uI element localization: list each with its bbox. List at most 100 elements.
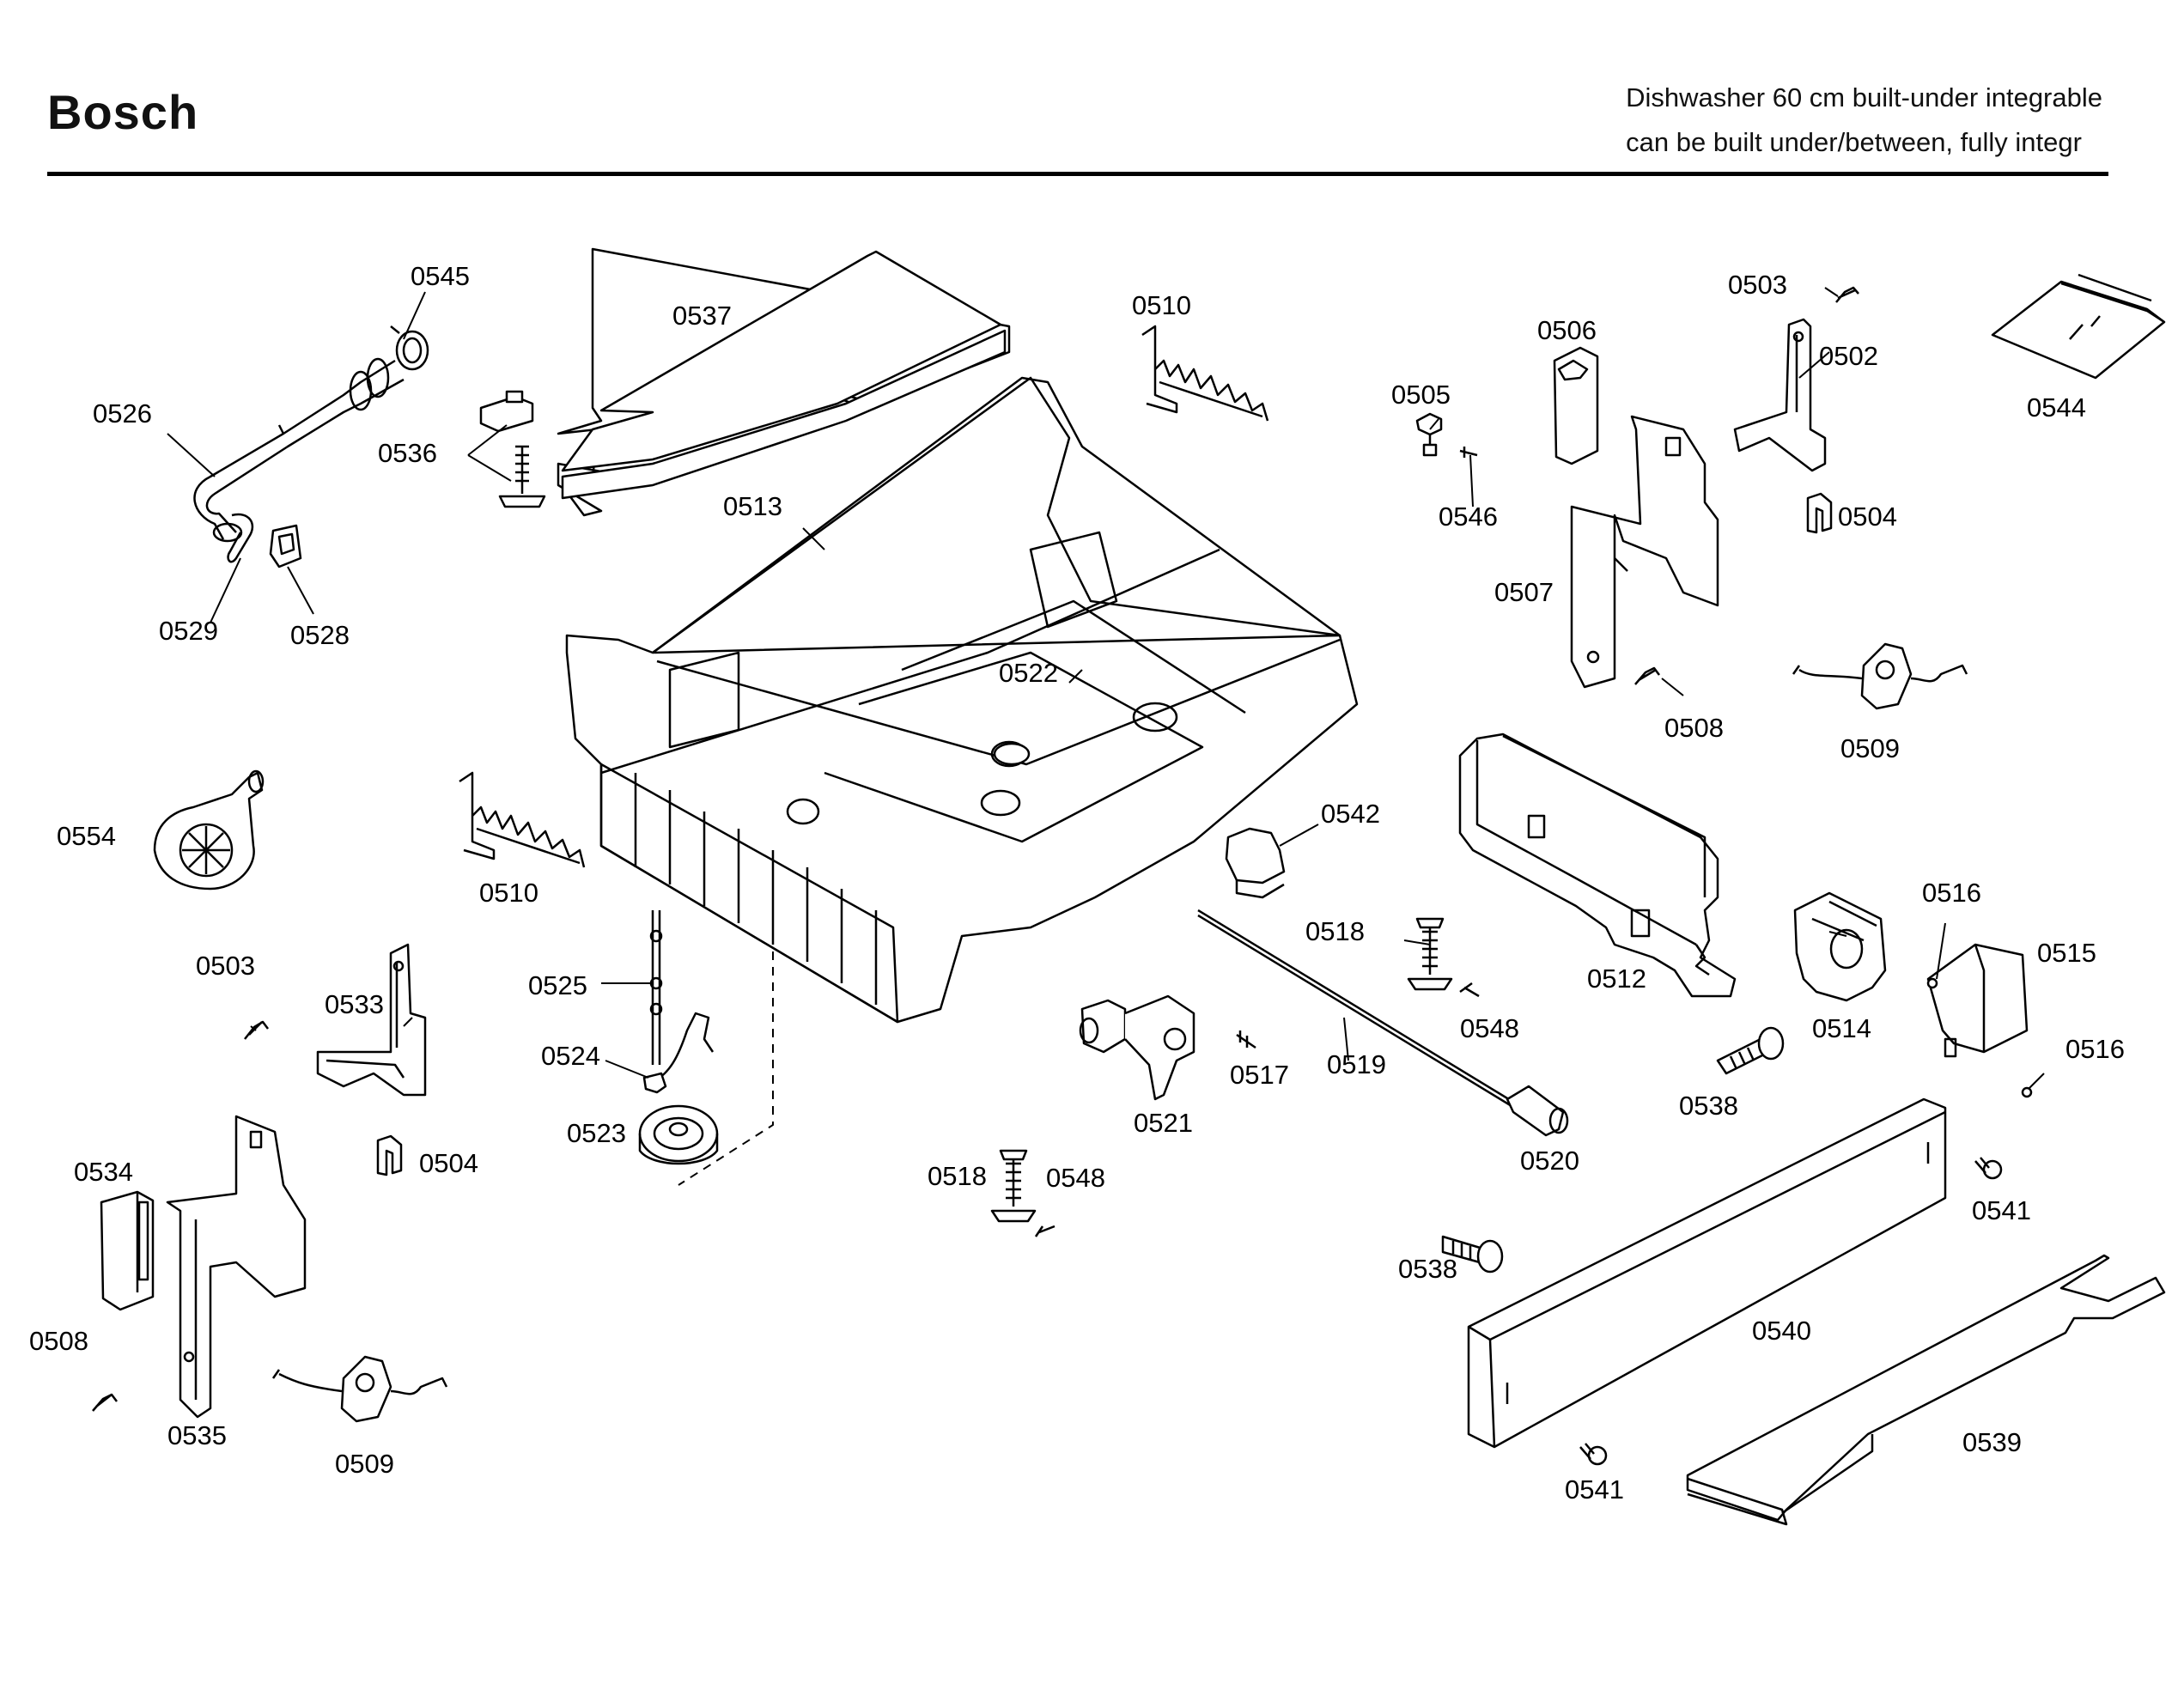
label-0524[interactable]: 0524 <box>541 1041 600 1071</box>
part-0540-kick-plate[interactable] <box>1467 1097 1947 1449</box>
label-0506[interactable]: 0506 <box>1537 315 1597 345</box>
part-0535-bracket[interactable] <box>166 1115 307 1419</box>
part-0548-screw-a[interactable] <box>1459 982 1480 998</box>
label-0534[interactable]: 0534 <box>74 1157 133 1187</box>
label-0522[interactable]: 0522 <box>999 658 1058 688</box>
label-0504b[interactable]: 0504 <box>419 1148 478 1178</box>
part-0510-spring-left[interactable] <box>459 771 586 868</box>
label-0504[interactable]: 0504 <box>1838 502 1897 532</box>
part-0541-screw-a[interactable] <box>1974 1157 2003 1180</box>
part-0537-cover-plate[interactable] <box>557 247 1011 517</box>
part-0504-clip-left[interactable] <box>376 1134 403 1176</box>
label-0510b[interactable]: 0510 <box>479 878 538 908</box>
label-0545[interactable]: 0545 <box>411 261 470 291</box>
label-0518[interactable]: 0518 <box>1305 916 1365 946</box>
part-0518-foot-b[interactable] <box>990 1149 1037 1223</box>
label-0512[interactable]: 0512 <box>1587 964 1646 994</box>
part-0505-connector[interactable] <box>1415 412 1443 457</box>
label-0521[interactable]: 0521 <box>1134 1108 1193 1138</box>
label-0538[interactable]: 0538 <box>1679 1091 1738 1121</box>
label-0516[interactable]: 0516 <box>1922 878 1981 908</box>
part-0516-screw-a[interactable] <box>1926 977 1938 989</box>
part-0536-foot[interactable] <box>479 390 546 508</box>
part-0513-base-tub[interactable] <box>565 376 1359 1024</box>
label-0535[interactable]: 0535 <box>167 1420 227 1450</box>
label-0518b[interactable]: 0518 <box>928 1161 987 1191</box>
part-0534-handle[interactable] <box>100 1190 155 1311</box>
label-0542[interactable]: 0542 <box>1321 799 1380 829</box>
part-0503-screw-top[interactable] <box>1835 286 1859 303</box>
label-0541[interactable]: 0541 <box>1972 1195 2031 1225</box>
label-0538b[interactable]: 0538 <box>1398 1254 1457 1284</box>
label-0544[interactable]: 0544 <box>2027 392 2086 422</box>
part-0512-control-module[interactable] <box>1458 733 1737 998</box>
part-0508-screw-left[interactable] <box>92 1393 118 1412</box>
part-0528-holder[interactable] <box>269 524 302 568</box>
label-0510[interactable]: 0510 <box>1132 290 1191 320</box>
label-0537[interactable]: 0537 <box>672 301 732 331</box>
label-0529[interactable]: 0529 <box>159 616 218 646</box>
label-0502[interactable]: 0502 <box>1819 341 1878 371</box>
label-0508[interactable]: 0508 <box>1664 713 1724 743</box>
part-0545-hose-clamp[interactable] <box>390 325 429 371</box>
part-0548-screw-b[interactable] <box>1034 1225 1055 1237</box>
label-0509[interactable]: 0509 <box>1840 733 1900 763</box>
label-0533[interactable]: 0533 <box>325 989 384 1019</box>
label-0520[interactable]: 0520 <box>1520 1146 1579 1176</box>
label-0516b[interactable]: 0516 <box>2065 1034 2125 1064</box>
part-0503-screw-left[interactable] <box>244 1020 269 1040</box>
part-0520-sensor-plug[interactable] <box>1506 1085 1569 1137</box>
label-0514[interactable]: 0514 <box>1812 1013 1871 1043</box>
label-0536[interactable]: 0536 <box>378 438 437 468</box>
part-0538-bolt-b[interactable] <box>1441 1235 1504 1274</box>
part-0508-screw-right[interactable] <box>1634 666 1660 685</box>
part-0544-screw-bag[interactable] <box>1991 273 2166 380</box>
part-0507-bracket[interactable] <box>1570 415 1719 689</box>
label-0548[interactable]: 0548 <box>1460 1013 1519 1043</box>
part-0504-clip-top[interactable] <box>1806 492 1833 534</box>
label-0513[interactable]: 0513 <box>723 491 782 521</box>
label-0517[interactable]: 0517 <box>1230 1060 1289 1090</box>
label-0503b[interactable]: 0503 <box>196 951 255 981</box>
label-0528[interactable]: 0528 <box>290 620 350 650</box>
label-0508b[interactable]: 0508 <box>29 1326 88 1356</box>
part-0541-screw-b[interactable] <box>1579 1443 1608 1466</box>
label-0515[interactable]: 0515 <box>2037 938 2096 968</box>
part-0509-door-switch-right[interactable] <box>1792 642 1968 710</box>
label-0541b[interactable]: 0541 <box>1565 1474 1624 1505</box>
part-0529-clip[interactable] <box>227 513 254 563</box>
label-0509b[interactable]: 0509 <box>335 1449 394 1479</box>
label-0523[interactable]: 0523 <box>567 1118 626 1148</box>
label-0540[interactable]: 0540 <box>1752 1316 1811 1346</box>
part-0525-rod[interactable] <box>649 910 663 1065</box>
part-0515-cover[interactable] <box>1926 943 2029 1058</box>
part-0506-bracket[interactable] <box>1553 346 1599 465</box>
part-0538-bolt-a[interactable] <box>1716 1026 1785 1075</box>
part-0519-rod[interactable] <box>1197 909 1517 1110</box>
part-0546-screw[interactable] <box>1459 447 1478 458</box>
part-0521-inlet-valve[interactable] <box>1079 994 1195 1101</box>
label-0548b[interactable]: 0548 <box>1046 1163 1105 1193</box>
part-0517-screw[interactable] <box>1236 1030 1256 1049</box>
part-0533-bracket[interactable] <box>316 943 427 1097</box>
part-0502-bracket[interactable] <box>1733 318 1827 472</box>
part-0554-pump[interactable] <box>153 769 265 891</box>
label-0507[interactable]: 0507 <box>1494 577 1554 607</box>
label-0519[interactable]: 0519 <box>1327 1049 1386 1079</box>
part-0509-door-switch-left[interactable] <box>271 1355 448 1423</box>
part-0526-drain-hose[interactable] <box>193 357 405 543</box>
part-0523-wheel[interactable] <box>638 1104 719 1165</box>
part-0539-base-strip[interactable] <box>1686 1254 2166 1526</box>
label-0546[interactable]: 0546 <box>1439 502 1498 532</box>
label-0539[interactable]: 0539 <box>1962 1427 2022 1457</box>
part-0514-housing[interactable] <box>1793 891 1887 1002</box>
label-0525[interactable]: 0525 <box>528 970 587 1000</box>
part-0510-spring-top[interactable] <box>1141 325 1269 422</box>
part-0522-sensor[interactable] <box>993 742 1031 766</box>
part-0516-screw-b[interactable] <box>2021 1086 2033 1098</box>
part-0542-valve[interactable] <box>1225 827 1286 899</box>
part-0524-arm[interactable] <box>642 1012 715 1094</box>
label-0503[interactable]: 0503 <box>1728 270 1787 300</box>
label-0554[interactable]: 0554 <box>57 821 116 851</box>
part-0518-foot-a[interactable] <box>1407 917 1453 991</box>
